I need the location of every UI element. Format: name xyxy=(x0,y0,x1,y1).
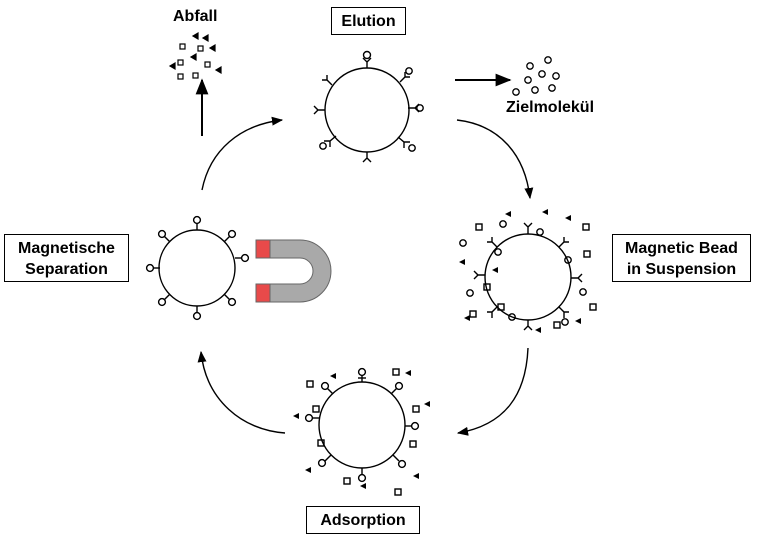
elution-bead xyxy=(313,50,424,163)
label-zielmolekuel: Zielmolekül xyxy=(506,99,595,116)
cycle-arrow-magsep-to-elution xyxy=(201,116,284,191)
abfall-cluster xyxy=(168,31,222,80)
label-magnetic-bead-line1: Magnetic Bead xyxy=(625,240,738,257)
adsorption-bead xyxy=(304,367,420,496)
suspension-triangles xyxy=(459,209,581,333)
cycle-arrow-elution-to-suspension xyxy=(456,119,534,200)
label-adsorption: Adsorption xyxy=(306,506,420,534)
label-adsorption-text: Adsorption xyxy=(320,512,406,529)
cycle-arrow-adsorption-to-magsep xyxy=(197,350,286,434)
label-elution: Elution xyxy=(331,7,406,35)
label-abfall: Abfall xyxy=(173,8,218,25)
suspension-bead xyxy=(459,220,597,331)
horseshoe-magnet-icon xyxy=(255,239,332,303)
label-magnetic-bead-in-suspension: Magnetic Bead in Suspension xyxy=(612,234,751,282)
label-magnetic-bead-line2: in Suspension xyxy=(626,261,737,278)
label-magnetische-line1: Magnetische xyxy=(18,240,115,257)
label-magnetische-separation: Magnetische Separation xyxy=(4,234,129,282)
zielmolekuel-cluster xyxy=(512,56,560,96)
adsorption-triangles xyxy=(293,370,430,489)
label-magnetische-line2: Separation xyxy=(25,261,108,278)
separation-bead xyxy=(145,215,250,321)
cycle-arrow-suspension-to-adsorption xyxy=(456,347,529,436)
label-elution-text: Elution xyxy=(341,13,396,30)
